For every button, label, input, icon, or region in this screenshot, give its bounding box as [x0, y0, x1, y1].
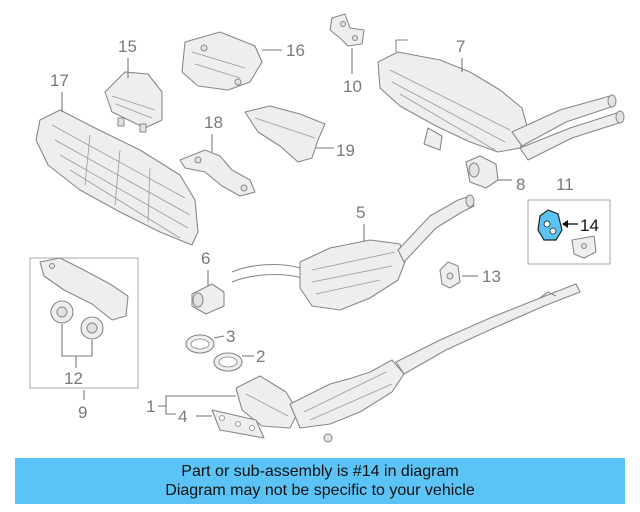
group-box-9 [29, 257, 139, 389]
gasket-4 [211, 409, 265, 439]
callout-11: 11 [556, 175, 574, 194]
heat-shield-16 [181, 31, 263, 91]
bracket-10 [329, 13, 365, 47]
callout-6: 6 [201, 249, 210, 268]
callout-15: 15 [118, 37, 137, 56]
center-muffler-5 [231, 194, 475, 311]
arrow-14 [562, 220, 568, 228]
callout-16: 16 [286, 41, 305, 60]
callout-2: 2 [256, 347, 265, 366]
connector-6 [191, 283, 225, 315]
callout-4: 4 [178, 407, 187, 426]
bracket-11 [571, 235, 597, 259]
callout-5: 5 [356, 203, 365, 222]
hanger-13 [439, 261, 461, 289]
heat-shield-19 [244, 105, 326, 163]
bracket-9 [39, 257, 129, 321]
callout-1: 1 [146, 397, 155, 416]
leader-3 [213, 335, 225, 339]
callout-14: 14 [580, 216, 599, 235]
hanger-14-highlighted[interactable] [537, 209, 563, 241]
bushing-12b [80, 316, 104, 340]
leader-1b [165, 406, 176, 415]
banner-line-1: Part or sub-assembly is #14 in diagram [181, 463, 459, 480]
callout-12: 12 [64, 369, 83, 388]
heat-shield-17 [35, 109, 199, 246]
callout-17: 17 [50, 71, 69, 90]
callout-3: 3 [226, 327, 235, 346]
callout-18: 18 [204, 113, 223, 132]
bracket-18 [179, 149, 256, 197]
gasket-3 [185, 334, 215, 354]
gasket-2 [213, 352, 243, 372]
callout-8: 8 [516, 175, 525, 194]
callout-7: 7 [456, 37, 465, 56]
bushing-12a [50, 300, 74, 324]
rear-muffler-7 [377, 39, 625, 161]
callout-9: 9 [78, 403, 87, 422]
callout-13: 13 [482, 267, 501, 286]
callout-19: 19 [336, 141, 355, 160]
group-box-11 [527, 199, 611, 265]
heat-shield-15 [104, 71, 163, 133]
leader-1a [158, 395, 236, 407]
clamp-8 [465, 155, 499, 189]
leader-12 [61, 324, 93, 368]
info-banner: Part or sub-assembly is #14 in diagram D… [15, 458, 625, 504]
callout-10: 10 [343, 77, 362, 96]
banner-line-2: Diagram may not be specific to your vehi… [165, 482, 475, 499]
front-pipe-1 [235, 283, 581, 443]
